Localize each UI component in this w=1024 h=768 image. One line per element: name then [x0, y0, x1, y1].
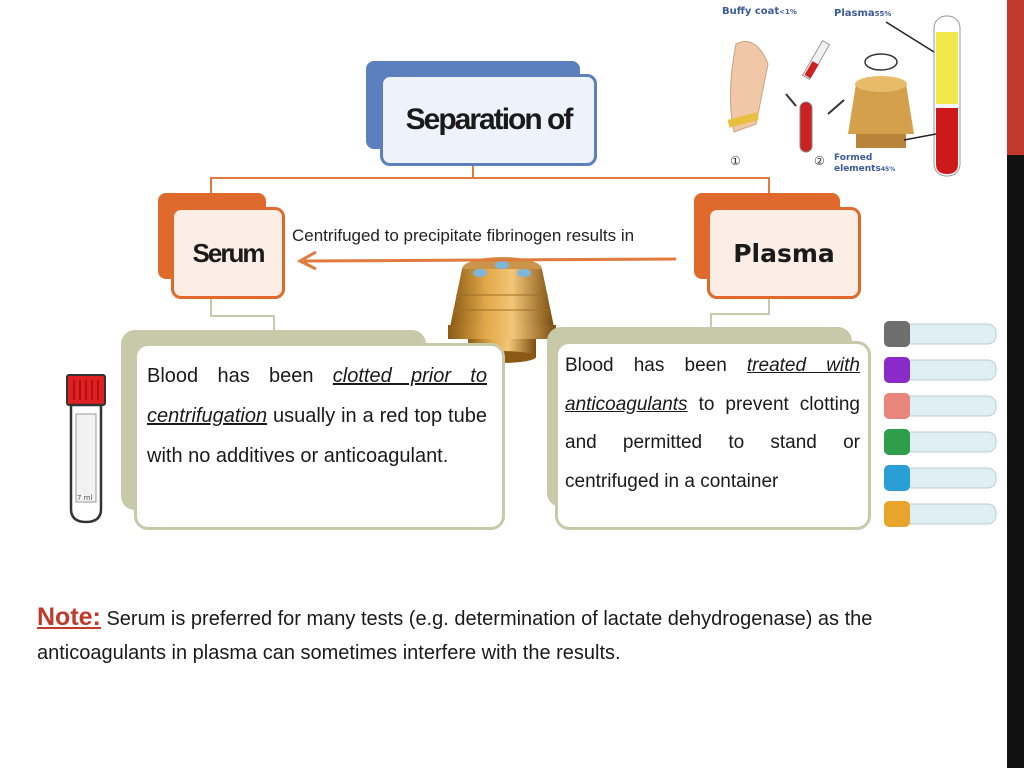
formed-elements-text: Formed elements [834, 153, 881, 174]
serum-node: Serum [171, 207, 285, 299]
serum-desc-box [134, 343, 505, 530]
plasma-label: Plasma [733, 238, 835, 268]
connector-title-down [472, 166, 474, 178]
colored-tubes-illustration [884, 321, 997, 527]
formed-elements-pct: 45% [880, 166, 896, 173]
note-text: Serum is preferred for many tests (e.g. … [37, 608, 873, 664]
plasma-node: Plasma [707, 207, 861, 299]
title-text: Separation of [405, 103, 574, 136]
connector-serum-box [273, 315, 275, 331]
plasma-fig-label: Plasma55% [834, 8, 891, 19]
tube-gray [884, 321, 997, 347]
step-2-marker: ② [814, 154, 825, 168]
connector-plasma-h [710, 313, 770, 315]
slide-edge-accent [1007, 0, 1024, 155]
connector-left-down [210, 177, 212, 195]
tube-orange [884, 501, 997, 527]
serum-desc-pre: Blood has been [147, 365, 314, 387]
plasma-fig-pct: 55% [874, 10, 892, 18]
plasma-desc-box [555, 341, 871, 530]
tube-green [884, 429, 997, 455]
serum-desc-emphasis: clotted prior to centrifugation [147, 365, 487, 427]
tube-purple [884, 357, 997, 383]
serum-description: Blood has been clotted prior to centrifu… [147, 356, 487, 476]
connector-horizontal [210, 177, 770, 179]
buffy-coat-pct: <1% [779, 8, 797, 16]
serum-desc-post: usually in a red top tube with no additi… [147, 405, 487, 467]
slide-edge-bar [1007, 0, 1024, 768]
arrow-plasma-to-serum [296, 250, 677, 270]
note-label: Note: [37, 603, 101, 631]
red-top-tube [66, 374, 106, 524]
connector-right-down [768, 177, 770, 195]
tube-blue [884, 465, 997, 491]
buffy-coat-text: Buffy coat [722, 6, 780, 17]
note: Note: Serum is preferred for many tests … [37, 600, 967, 670]
formed-elements-label: Formed elements45% [834, 153, 934, 175]
tube-pink [884, 393, 997, 419]
plasma-description: Blood has been treated with anticoagulan… [565, 347, 860, 501]
plasma-desc-mid: to prevent clotting and permitted to sta… [565, 393, 860, 492]
arrow-label: Centrifuged to precipitate fibrinogen re… [292, 226, 635, 245]
title-node: Separation of [380, 74, 597, 166]
tube-volume-label: 7 ml [77, 494, 93, 502]
connector-serum-h [210, 315, 275, 317]
plasma-fig-text: Plasma [834, 8, 875, 19]
blood-separation-figure [727, 15, 961, 177]
serum-label: Serum [192, 237, 266, 268]
connector-plasma-box [710, 313, 712, 329]
plasma-desc-emphasis: treated with anticoagulants [565, 355, 860, 415]
buffy-coat-label: Buffy coat<1% [722, 6, 797, 17]
plasma-desc-pre: Blood has been [565, 355, 727, 376]
connector-plasma-down [768, 298, 770, 314]
step-1-marker: ① [730, 154, 741, 168]
